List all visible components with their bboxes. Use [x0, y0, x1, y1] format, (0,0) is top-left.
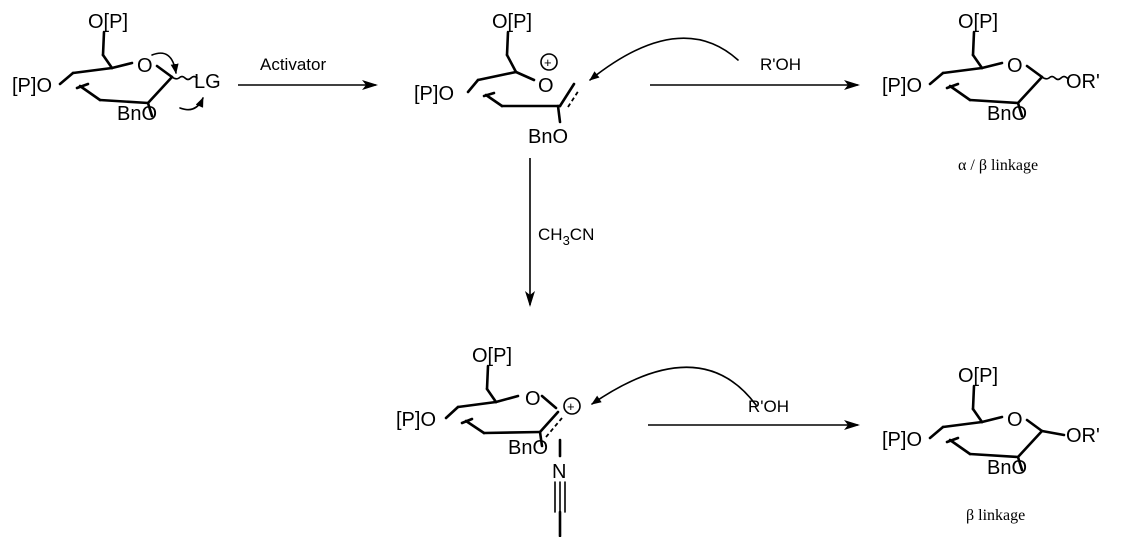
prod1-wavy-bond	[1041, 75, 1068, 81]
ion-po-label: [P]O	[414, 83, 454, 105]
nitrilium-ring-o-label: O	[525, 388, 541, 410]
nitrilium-bno-label: BnO	[508, 437, 548, 459]
prod1-po-label: [P]O	[882, 75, 922, 97]
prod1-bno-label: BnO	[987, 103, 1027, 125]
ch3cn-label: CH3CN	[538, 225, 594, 248]
activator-label: Activator	[260, 55, 326, 74]
curved-arrow-lg	[179, 97, 204, 111]
prod1-ring-o-label: O	[1007, 55, 1023, 77]
prod1-o-p-label: O[P]	[958, 11, 998, 33]
beta-caption: β linkage	[966, 507, 1025, 524]
prod2-bno-label: BnO	[987, 457, 1027, 479]
prod2-o-p-label: O[P]	[958, 365, 998, 387]
curved-arrow-nucleophile-bottom	[591, 366, 757, 406]
arrow-activator: Activator	[238, 55, 378, 90]
prod2-or-label: OR'	[1066, 425, 1100, 447]
ion-bno-label: BnO	[528, 126, 568, 148]
prod2-po-label: [P]O	[882, 429, 922, 451]
leaving-group-label: LG	[194, 71, 221, 93]
curved-arrow-ring-o	[151, 52, 179, 74]
nitrilium-po-label: [P]O	[396, 409, 436, 431]
arrow-roh-bottom: R'OH	[648, 397, 860, 430]
arrow-ch3cn: CH3CN	[525, 158, 594, 307]
curved-arrow-nucleophile-top	[589, 37, 739, 81]
nitrilium-o-p-label: O[P]	[472, 345, 512, 367]
roh-bottom-label: R'OH	[748, 397, 789, 416]
roh-top-label: R'OH	[760, 55, 801, 74]
ion-o-p-label: O[P]	[492, 11, 532, 33]
oxocarbenium-ion: O[P] O + [P]O BnO	[414, 11, 580, 148]
prod1-or-label: OR'	[1066, 71, 1100, 93]
glycosyl-donor: O[P] O [P]O BnO LG	[12, 11, 221, 125]
arrow-roh-top: R'OH	[650, 55, 860, 90]
donor-bno-label: BnO	[117, 103, 157, 125]
nitrilium-positive-charge	[563, 397, 581, 415]
ion-positive-charge	[540, 53, 558, 71]
ion-ring-o-label: O	[538, 75, 554, 97]
donor-po-label: [P]O	[12, 75, 52, 97]
prod2-ring-o-label: O	[1007, 409, 1023, 431]
product-beta: O[P] O [P]O BnO OR' β linkage	[882, 365, 1100, 524]
donor-o-p-label: O[P]	[88, 11, 128, 33]
donor-ring-o-label: O	[137, 55, 153, 77]
nitrilium-intermediate: O[P] O + [P]O BnO N	[396, 345, 581, 537]
ion-plus-label: +	[544, 55, 552, 70]
nitrilium-plus-label: +	[567, 399, 575, 414]
nitrilium-n-label: N	[552, 461, 566, 483]
donor-wavy-bond	[171, 75, 198, 81]
alpha-beta-caption: α / β linkage	[958, 157, 1038, 174]
product-alpha-beta: O[P] O [P]O BnO OR' α / β linkage	[882, 11, 1100, 174]
